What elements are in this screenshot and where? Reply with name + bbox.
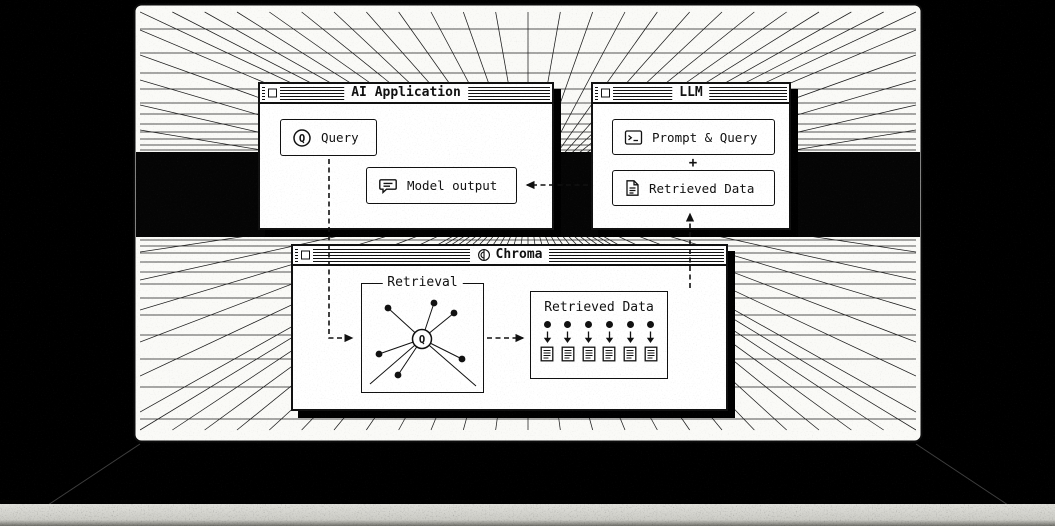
window-ai-application: AI Application Q Query Model output (258, 82, 554, 230)
doc-column (602, 321, 616, 362)
window-title-text: AI Application (351, 85, 461, 100)
close-box-icon[interactable] (301, 250, 310, 260)
retrieval-graph: Q (369, 299, 477, 387)
floor-strip-grain (0, 504, 1055, 526)
node-dot-icon (626, 321, 634, 328)
node-dot-icon (543, 321, 551, 328)
window-title-chroma: Chroma (469, 247, 550, 263)
document-icon (602, 346, 616, 362)
doc-column (561, 321, 575, 362)
down-arrow-icon (605, 331, 614, 343)
doc-column (623, 321, 637, 362)
query-icon: Q (293, 128, 311, 147)
titlebar-ai-application[interactable]: AI Application (260, 84, 552, 104)
doc-column (582, 321, 596, 362)
plus-sign: + (688, 155, 698, 171)
doc-column (644, 321, 658, 362)
pedestal-edge-right (915, 443, 1009, 506)
svg-text:Q: Q (419, 334, 425, 346)
query-node: Q Query (280, 119, 377, 156)
window-body-llm: Prompt & Query + Retrieved Data (593, 104, 789, 228)
query-label: Query (321, 130, 359, 145)
document-icon (626, 180, 639, 196)
pedestal-edge-left (47, 443, 141, 506)
prompt-icon (624, 129, 643, 145)
node-dot-icon (585, 321, 593, 328)
document-icon (582, 346, 596, 362)
speech-bubble-icon (379, 178, 397, 194)
window-title-text: LLM (679, 85, 703, 100)
llm-retrieved-data-node: Retrieved Data (612, 170, 775, 206)
close-box-icon[interactable] (268, 88, 277, 98)
document-icon (623, 346, 637, 362)
retrieval-box: Retrieval (361, 275, 484, 393)
node-dot-icon (647, 321, 655, 328)
down-arrow-icon (626, 331, 634, 343)
document-icon (540, 346, 554, 362)
retrieved-docs-row (531, 321, 667, 362)
window-title-text: Chroma (495, 247, 543, 262)
down-arrow-icon (647, 331, 655, 343)
window-llm: LLM Prompt & Query + Retrieved Data (591, 82, 791, 230)
node-dot-icon (564, 321, 572, 328)
model-output-node: Model output (366, 167, 517, 204)
window-body-ai-application: Q Query Model output (260, 104, 552, 228)
window-chroma: Chroma Retrieval (291, 244, 728, 411)
chroma-logo-icon (477, 249, 490, 261)
llm-retrieved-data-label: Retrieved Data (649, 180, 755, 196)
svg-text:Q: Q (299, 132, 305, 144)
window-title-llm: LLM (672, 85, 710, 101)
chroma-retrieved-data-label: Retrieved Data (544, 300, 654, 315)
model-output-label: Model output (407, 178, 498, 193)
window-body-chroma: Retrieval (293, 266, 726, 409)
prompt-query-node: Prompt & Query (612, 119, 775, 155)
down-arrow-icon (543, 331, 551, 343)
titlebar-llm[interactable]: LLM (593, 84, 789, 104)
chroma-retrieved-data-box: Retrieved Data (530, 291, 668, 379)
document-icon (644, 346, 658, 362)
prompt-query-label: Prompt & Query (652, 129, 758, 145)
down-arrow-icon (584, 331, 593, 343)
document-icon (561, 346, 575, 362)
window-title-ai-application: AI Application (344, 85, 468, 101)
titlebar-chroma[interactable]: Chroma (293, 246, 726, 266)
doc-column (540, 321, 554, 362)
down-arrow-icon (564, 331, 572, 343)
close-box-icon[interactable] (601, 88, 610, 98)
node-dot-icon (605, 321, 613, 328)
